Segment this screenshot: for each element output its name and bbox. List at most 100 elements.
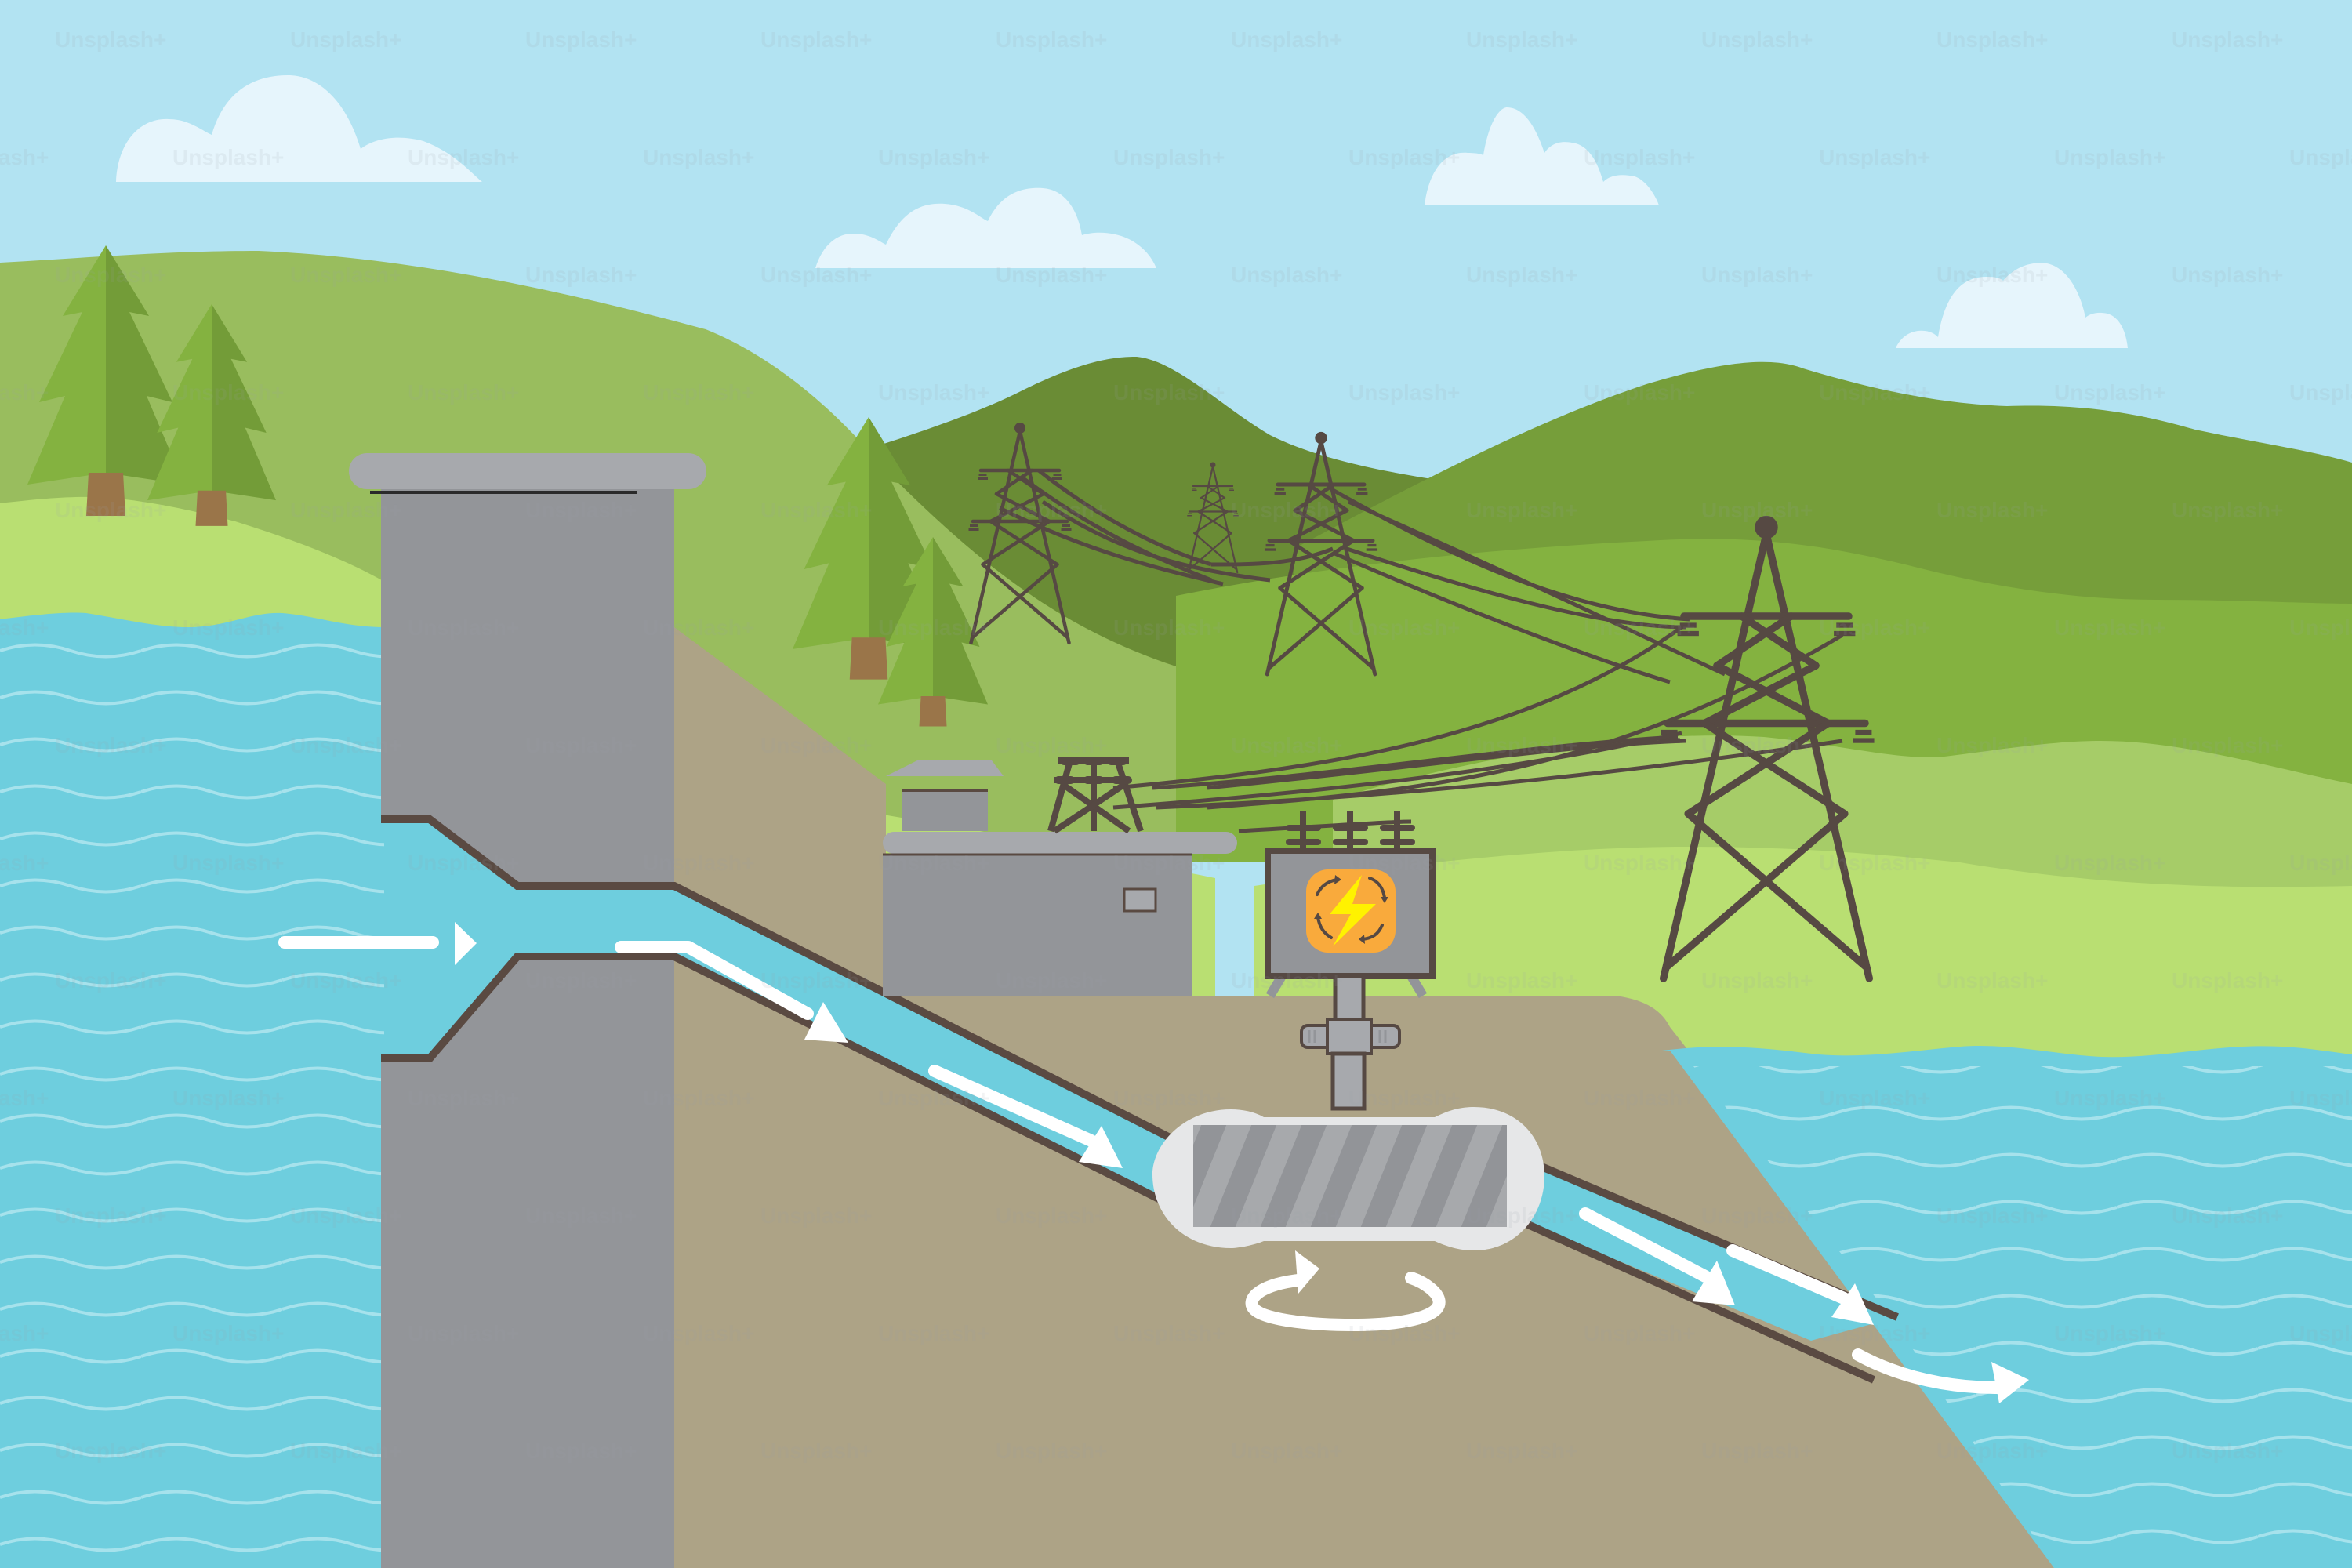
svg-text:Unsplash+: Unsplash+ [525,263,637,287]
svg-text:Unsplash+: Unsplash+ [996,498,1107,522]
svg-text:Unsplash+: Unsplash+ [1584,851,1695,875]
svg-text:Unsplash+: Unsplash+ [878,851,989,875]
svg-text:Unsplash+: Unsplash+ [0,1321,49,1345]
downstream-river [1662,1045,2352,1568]
svg-text:Unsplash+: Unsplash+ [878,1321,989,1345]
generator-transformer [1265,811,1436,1111]
svg-text:Unsplash+: Unsplash+ [1819,1321,1930,1345]
svg-text:Unsplash+: Unsplash+ [1936,1203,2048,1228]
svg-text:Unsplash+: Unsplash+ [55,968,166,993]
flow-arrow-icon [1579,1207,1735,1305]
svg-text:Unsplash+: Unsplash+ [760,1203,872,1228]
svg-text:Unsplash+: Unsplash+ [0,1086,49,1110]
concrete-dam [349,453,706,1568]
svg-text:Unsplash+: Unsplash+ [1348,1086,1460,1110]
svg-text:Unsplash+: Unsplash+ [878,615,989,640]
svg-text:Unsplash+: Unsplash+ [1113,380,1225,405]
svg-text:Unsplash+: Unsplash+ [2054,1086,2165,1110]
svg-text:Unsplash+: Unsplash+ [290,263,401,287]
svg-text:Unsplash+: Unsplash+ [760,263,872,287]
svg-text:Unsplash+: Unsplash+ [2172,968,2283,993]
svg-text:Unsplash+: Unsplash+ [1936,27,2048,52]
svg-text:Unsplash+: Unsplash+ [525,498,637,522]
svg-text:Unsplash+: Unsplash+ [1113,1321,1225,1345]
svg-text:Unsplash+: Unsplash+ [996,263,1107,287]
svg-text:Unsplash+: Unsplash+ [643,145,754,169]
flow-arrow-icon [1852,1348,2029,1403]
svg-text:Unsplash+: Unsplash+ [408,851,519,875]
svg-text:Unsplash+: Unsplash+ [172,380,284,405]
svg-text:Unsplash+: Unsplash+ [1584,615,1695,640]
svg-text:Unsplash+: Unsplash+ [2172,27,2283,52]
svg-text:Unsplash+: Unsplash+ [1231,263,1342,287]
svg-text:Unsplash+: Unsplash+ [1113,1086,1225,1110]
svg-text:Unsplash+: Unsplash+ [2172,1203,2283,1228]
svg-text:Unsplash+: Unsplash+ [1348,851,1460,875]
svg-text:Unsplash+: Unsplash+ [1819,1086,1930,1110]
svg-text:Unsplash+: Unsplash+ [878,145,989,169]
svg-text:Unsplash+: Unsplash+ [1348,145,1460,169]
svg-text:Unsplash+: Unsplash+ [1231,27,1342,52]
svg-text:Unsplash+: Unsplash+ [408,615,519,640]
watermark-grid: Unsplash+ Unsplash+ Unsplash+ Unsplash+ Unsp… [0,27,2352,1463]
svg-text:Unsplash+: Unsplash+ [643,1321,754,1345]
svg-text:Unsplash+: Unsplash+ [1936,498,2048,522]
svg-text:Unsplash+: Unsplash+ [1701,1439,1813,1463]
svg-text:Unsplash+: Unsplash+ [172,1086,284,1110]
svg-text:Unsplash+: Unsplash+ [1466,1203,1577,1228]
svg-text:Unsplash+: Unsplash+ [525,1203,637,1228]
dam-cap [349,453,706,489]
cloud-icon [1896,263,2128,348]
svg-text:Unsplash+: Unsplash+ [760,733,872,757]
svg-text:Unsplash+: Unsplash+ [1348,1321,1460,1345]
svg-text:Unsplash+: Unsplash+ [1701,733,1813,757]
svg-text:Unsplash+: Unsplash+ [1701,968,1813,993]
svg-text:Unsplash+: Unsplash+ [408,1321,519,1345]
svg-text:Unsplash+: Unsplash+ [55,1203,166,1228]
svg-text:Unsplash+: Unsplash+ [1348,380,1460,405]
svg-text:Unsplash+: Unsplash+ [1348,615,1460,640]
svg-text:Unsplash+: Unsplash+ [2172,498,2283,522]
svg-text:Unsplash+: Unsplash+ [1936,968,2048,993]
svg-text:Unsplash+: Unsplash+ [1819,380,1930,405]
svg-text:Unsplash+: Unsplash+ [0,851,49,875]
svg-text:Unsplash+: Unsplash+ [55,498,166,522]
upstream-reservoir [0,612,384,1568]
svg-text:Unsplash+: Unsplash+ [1584,145,1695,169]
svg-text:Unsplash+: Unsplash+ [55,733,166,757]
svg-text:Unsplash+: Unsplash+ [408,1086,519,1110]
svg-text:Unsplash+: Unsplash+ [1113,145,1225,169]
turbine-rotor [1193,1125,1507,1227]
flow-arrow-icon [928,1065,1123,1168]
svg-text:Unsplash+: Unsplash+ [1584,380,1695,405]
svg-text:Unsplash+: Unsplash+ [55,1439,166,1463]
svg-text:Unsplash+: Unsplash+ [996,968,1107,993]
svg-text:Unsplash+: Unsplash+ [290,733,401,757]
svg-text:Unsplash+: Unsplash+ [1113,851,1225,875]
svg-text:Unsplash+: Unsplash+ [1231,498,1342,522]
svg-text:Unsplash+: Unsplash+ [2289,615,2352,640]
svg-text:Unsplash+: Unsplash+ [290,968,401,993]
svg-text:Unsplash+: Unsplash+ [172,615,284,640]
svg-text:Unsplash+: Unsplash+ [2172,1439,2283,1463]
svg-text:Unsplash+: Unsplash+ [1466,27,1577,52]
svg-text:Unsplash+: Unsplash+ [2289,851,2352,875]
svg-text:Unsplash+: Unsplash+ [643,851,754,875]
svg-text:Unsplash+: Unsplash+ [2054,851,2165,875]
svg-text:Unsplash+: Unsplash+ [996,733,1107,757]
flow-arrow-icon [278,922,477,965]
svg-text:Unsplash+: Unsplash+ [172,1321,284,1345]
svg-text:Unsplash+: Unsplash+ [1231,968,1342,993]
flow-arrow-icon [615,941,848,1043]
svg-text:Unsplash+: Unsplash+ [525,27,637,52]
svg-text:Unsplash+: Unsplash+ [2289,380,2352,405]
svg-text:Unsplash+: Unsplash+ [0,380,49,405]
svg-text:Unsplash+: Unsplash+ [290,1439,401,1463]
svg-text:Unsplash+: Unsplash+ [172,851,284,875]
svg-text:Unsplash+: Unsplash+ [1466,498,1577,522]
svg-text:Unsplash+: Unsplash+ [1231,1439,1342,1463]
svg-text:Unsplash+: Unsplash+ [408,145,519,169]
powerhouse [883,760,1237,996]
svg-text:Unsplash+: Unsplash+ [525,733,637,757]
svg-text:Unsplash+: Unsplash+ [55,263,166,287]
